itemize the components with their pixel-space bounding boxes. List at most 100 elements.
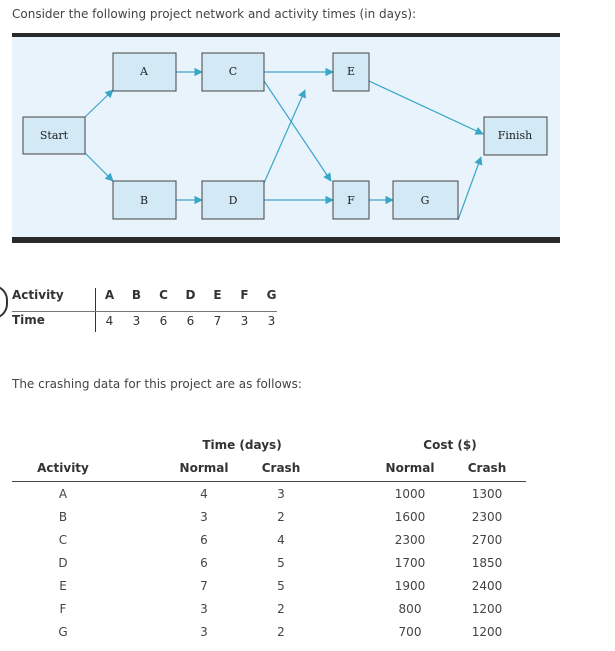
arrow-e-finish — [368, 80, 484, 135]
cell-normal-cost: 1900 — [394, 579, 426, 593]
cell-activity: C — [58, 533, 68, 547]
intro-text: Consider the following project network a… — [12, 7, 417, 21]
activity-row-label: Activity — [12, 288, 64, 302]
cell-activity: A — [58, 487, 68, 501]
table-row: F 3 2 800 1200 — [12, 602, 526, 625]
diagram-panel — [12, 37, 560, 237]
table-row: G 3 2 700 1200 — [12, 625, 526, 648]
project-network-diagram: Start A C E B D F G Finish — [12, 33, 560, 243]
crash-header-rule — [12, 481, 526, 482]
activity-cell: D — [185, 288, 196, 302]
node-e-label: E — [347, 65, 355, 78]
cell-crash-time: 2 — [277, 625, 285, 639]
activity-cell: C — [159, 288, 168, 302]
arrow-start-a — [84, 89, 114, 118]
node-b — [112, 180, 177, 220]
cell-normal-time: 7 — [200, 579, 208, 593]
cell-crash-cost: 2400 — [471, 579, 503, 593]
cell-crash-cost: 1200 — [471, 625, 503, 639]
time-cell: 6 — [159, 314, 168, 328]
node-f — [332, 180, 370, 220]
cell-activity: B — [58, 510, 68, 524]
node-d — [201, 180, 265, 220]
time-cell: 7 — [213, 314, 222, 328]
side-bracket-mark — [0, 285, 8, 319]
top-band — [12, 33, 560, 37]
node-b-label: B — [140, 194, 148, 207]
cell-normal-time: 6 — [200, 556, 208, 570]
cell-crash-time: 2 — [277, 602, 285, 616]
arrow-g-finish — [457, 156, 483, 221]
table-row: C 6 4 2300 2700 — [12, 533, 526, 556]
cell-normal-cost: 800 — [398, 602, 422, 616]
activity-cell: E — [213, 288, 222, 302]
time-table-divider — [12, 311, 277, 312]
node-start — [22, 116, 86, 155]
node-a — [112, 52, 177, 92]
activity-cell: B — [131, 288, 142, 302]
cell-crash-cost: 1200 — [471, 602, 503, 616]
cell-normal-cost: 1700 — [394, 556, 426, 570]
time-table-values — [95, 288, 96, 310]
crash-intro-text: The crashing data for this project are a… — [12, 377, 302, 391]
node-e — [332, 52, 370, 92]
time-cell: 4 — [105, 314, 114, 328]
cell-activity: F — [59, 602, 67, 616]
cell-crash-cost: 2700 — [471, 533, 503, 547]
cell-crash-time: 5 — [277, 579, 285, 593]
cell-normal-time: 3 — [200, 510, 208, 524]
node-g-label: G — [421, 194, 430, 207]
cell-normal-cost: 1000 — [394, 487, 426, 501]
node-d-label: D — [229, 194, 238, 207]
cell-normal-time: 3 — [200, 602, 208, 616]
node-f-label: F — [347, 194, 355, 207]
node-c-label: C — [229, 65, 237, 78]
cell-normal-time: 4 — [200, 487, 208, 501]
cell-crash-time: 5 — [277, 556, 285, 570]
time-table-values-divider — [95, 310, 96, 332]
col-time-normal: Normal — [179, 461, 229, 475]
cell-activity: D — [58, 556, 68, 570]
cell-crash-cost: 1850 — [471, 556, 503, 570]
node-c — [201, 52, 265, 92]
table-row: E 7 5 1900 2400 — [12, 579, 526, 602]
cell-crash-time: 3 — [277, 487, 285, 501]
cell-crash-cost: 2300 — [471, 510, 503, 524]
cell-normal-cost: 1600 — [394, 510, 426, 524]
time-row-label: Time — [12, 313, 45, 327]
table-row: B 3 2 1600 2300 — [12, 510, 526, 533]
cell-activity: E — [59, 579, 67, 593]
bottom-band — [12, 237, 560, 243]
col-activity: Activity — [37, 461, 89, 475]
cell-crash-time: 4 — [277, 533, 285, 547]
table-row: A 4 3 1000 1300 — [12, 487, 526, 510]
node-finish — [483, 116, 548, 156]
cell-crash-cost: 1300 — [471, 487, 503, 501]
node-start-label: Start — [40, 129, 69, 142]
cell-crash-time: 2 — [277, 510, 285, 524]
activity-cell: A — [104, 288, 115, 302]
cell-normal-time: 3 — [200, 625, 208, 639]
col-cost-normal: Normal — [385, 461, 435, 475]
network-svg: Start A C E B D F G Finish — [12, 33, 560, 243]
col-time-crash: Crash — [261, 461, 301, 475]
table-row: D 6 5 1700 1850 — [12, 556, 526, 579]
col-cost-crash: Crash — [467, 461, 507, 475]
cell-normal-cost: 700 — [398, 625, 422, 639]
time-days-group-header: Time (days) — [202, 438, 282, 452]
time-cell: 3 — [267, 314, 276, 328]
cell-normal-cost: 2300 — [394, 533, 426, 547]
cell-activity: G — [58, 625, 68, 639]
time-cell: 3 — [132, 314, 141, 328]
arrow-d-e — [263, 89, 306, 184]
time-cell: 6 — [186, 314, 195, 328]
cell-normal-time: 6 — [200, 533, 208, 547]
time-cell: 3 — [240, 314, 249, 328]
node-finish-label: Finish — [498, 129, 532, 142]
arrow-c-f — [263, 80, 332, 182]
activity-cell: F — [240, 288, 249, 302]
cost-group-header: Cost ($) — [423, 438, 477, 452]
arrow-start-b — [84, 152, 114, 182]
node-g — [392, 180, 459, 220]
node-a-label: A — [139, 65, 149, 78]
